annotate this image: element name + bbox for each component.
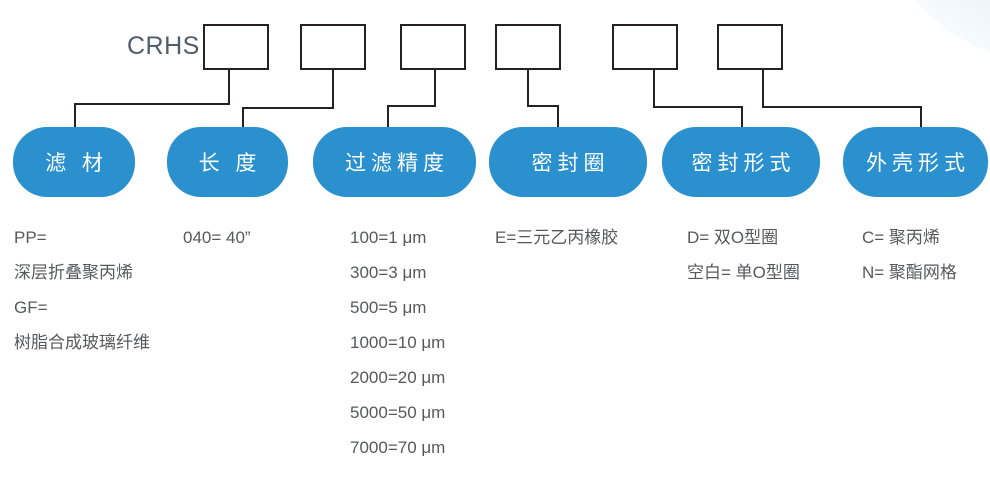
pill-length: 长 度 (167, 127, 288, 197)
pill-filter-media: 滤 材 (13, 127, 135, 197)
option-item: C= 聚丙烯 (862, 228, 940, 247)
option-item: 2000=20 μm (350, 368, 446, 387)
option-item: 1000=10 μm (350, 333, 446, 352)
pill-housing-form-label: 外壳形式 (866, 152, 970, 175)
option-item: PP= (14, 228, 47, 247)
option-item: 300=3 μm (350, 263, 427, 282)
connector-seal-ring (527, 70, 559, 128)
pill-seal-form-label: 密封形式 (691, 152, 796, 175)
option-item: E=三元乙丙橡胶 (495, 228, 619, 247)
option-item: GF= (14, 298, 48, 317)
options-filtration-rating: 100=1 μm 300=3 μm 500=5 μm 1000=10 μm 20… (350, 220, 445, 465)
option-item: 100=1 μm (350, 228, 427, 247)
pill-filtration-rating: 过滤精度 (313, 127, 476, 197)
connector-filtration-rating (387, 70, 436, 128)
code-slot-5 (612, 24, 678, 70)
option-item: D= 双O型圈 (687, 228, 779, 247)
pill-seal-ring: 密封圈 (489, 127, 647, 197)
series-prefix: CRHS (127, 32, 200, 60)
option-item: 500=5 μm (350, 298, 427, 317)
code-slot-4 (495, 24, 561, 70)
option-item: 7000=70 μm (350, 438, 446, 457)
options-seal-ring: E=三元乙丙橡胶 (495, 220, 618, 255)
option-item: N= 聚酯网格 (862, 263, 957, 282)
pill-seal-ring-label: 密封圈 (531, 152, 610, 175)
options-length: 040= 40” (183, 220, 251, 255)
corner-accent-swoosh (915, 0, 990, 52)
pill-filter-media-label: 滤 材 (45, 152, 108, 175)
option-item: 树脂合成玻璃纤维 (14, 333, 150, 352)
option-item: 040= 40” (183, 228, 251, 247)
code-slot-6 (717, 24, 783, 70)
options-filter-media: PP= 深层折叠聚丙烯 GF= 树脂合成玻璃纤维 (14, 220, 150, 360)
options-seal-form: D= 双O型圈 空白= 单O型圈 (687, 220, 800, 290)
options-housing-form: C= 聚丙烯 N= 聚酯网格 (862, 220, 957, 290)
connector-housing-form (762, 70, 922, 128)
code-slot-2 (300, 24, 366, 70)
option-item: 5000=50 μm (350, 403, 446, 422)
pill-filtration-rating-label: 过滤精度 (345, 152, 449, 175)
pill-housing-form: 外壳形式 (843, 127, 988, 197)
connector-filter-media (74, 70, 230, 128)
code-slot-1 (203, 24, 269, 70)
connector-seal-form (653, 70, 743, 128)
connector-length (242, 70, 334, 128)
option-item: 深层折叠聚丙烯 (14, 263, 133, 282)
pill-length-label: 长 度 (198, 152, 262, 175)
code-slot-3 (400, 24, 466, 70)
option-item: 空白= 单O型圈 (687, 263, 800, 282)
pill-seal-form: 密封形式 (662, 127, 820, 197)
